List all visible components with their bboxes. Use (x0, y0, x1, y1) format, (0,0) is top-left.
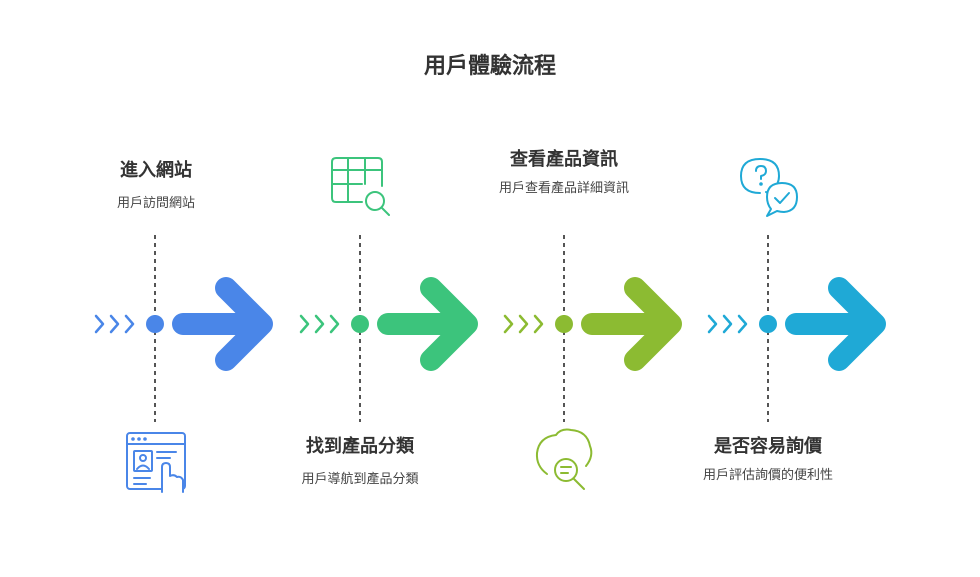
step-3-connector (503, 235, 573, 422)
step-4-connector (707, 235, 777, 422)
step-3-description: 用戶查看產品詳細資訊 (498, 181, 629, 196)
step-1-connector (94, 235, 164, 422)
diagram-title: 用戶體驗流程 (423, 54, 556, 79)
table-search-icon (331, 157, 390, 216)
step-1-arrow (172, 277, 273, 371)
step-4-arrow (785, 277, 886, 371)
chat-search-icon (535, 428, 593, 490)
step-4-title: 是否容易詢價 (714, 436, 822, 457)
step-2-arrow (377, 277, 478, 371)
question-check-bubbles-icon (740, 158, 798, 217)
step-2-connector (299, 235, 369, 422)
step-1-title: 進入網站 (120, 160, 192, 181)
step-3-title: 查看產品資訊 (510, 149, 618, 170)
step-2-description: 用戶導航到產品分類 (301, 472, 419, 487)
step-2-title: 找到產品分類 (306, 436, 414, 457)
step-3-arrow (581, 277, 682, 371)
webpage-user-click-icon (126, 432, 186, 493)
step-1-description: 用戶訪問網站 (116, 196, 195, 211)
step-4-description: 用戶評估詢價的便利性 (702, 468, 833, 483)
